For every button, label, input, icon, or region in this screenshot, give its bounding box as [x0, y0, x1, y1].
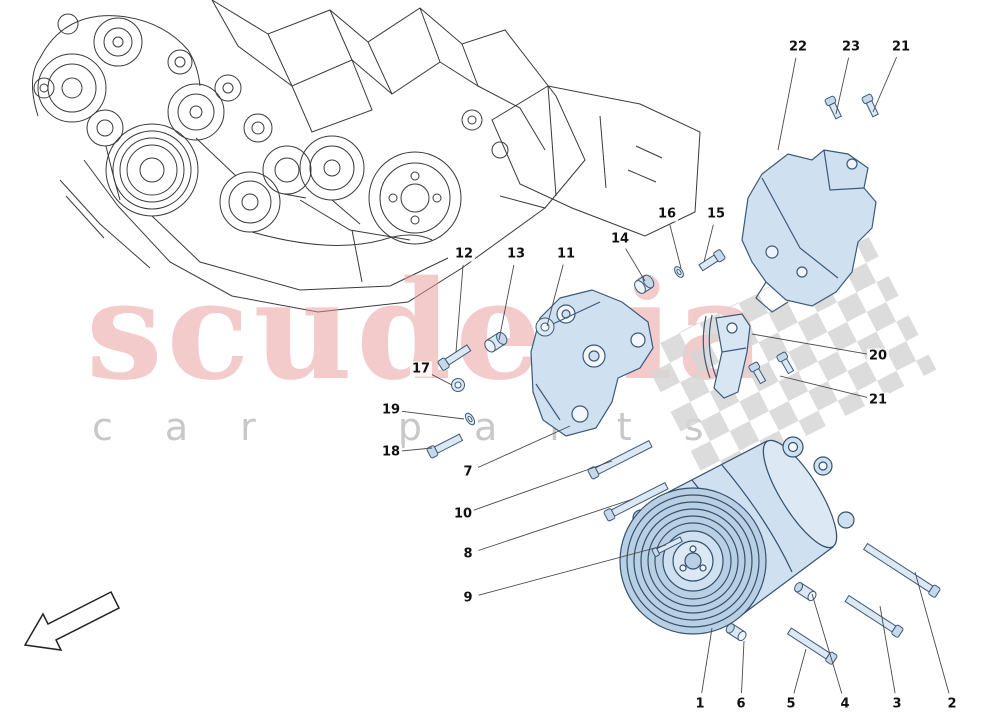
leader-line-16	[669, 224, 682, 269]
bolt-10	[587, 439, 653, 480]
callout-21[interactable]: 21	[889, 39, 913, 55]
callout-11[interactable]: 11	[554, 246, 578, 262]
leader-line-17	[430, 373, 453, 386]
spacer-13	[484, 331, 508, 353]
callout-20[interactable]: 20	[866, 348, 890, 364]
callout-13[interactable]: 13	[504, 246, 528, 262]
callout-18[interactable]: 18	[379, 444, 403, 460]
watermark-subtitle: car parts	[92, 405, 756, 449]
compressor-bracket-part	[530, 289, 654, 437]
leader-line-3	[879, 605, 896, 694]
leader-line-19	[401, 410, 465, 420]
leader-line-6	[741, 640, 745, 694]
callout-22[interactable]: 22	[786, 39, 810, 55]
callout-5[interactable]: 5	[784, 696, 798, 712]
bolt-21-right-a	[748, 361, 767, 385]
callout-19[interactable]: 19	[379, 402, 403, 418]
callout-15[interactable]: 15	[704, 206, 728, 222]
callout-8[interactable]: 8	[461, 546, 475, 562]
leader-line-4	[811, 593, 843, 694]
bolt-8	[603, 481, 669, 522]
callout-21[interactable]: 21	[866, 392, 890, 408]
protection-cover-part	[741, 149, 877, 313]
callout-16[interactable]: 16	[655, 206, 679, 222]
bolt-21-top	[861, 93, 879, 118]
support-strap-part	[702, 313, 751, 399]
leader-line-14	[625, 248, 646, 282]
bolt-21-right-b	[776, 351, 795, 375]
callout-12[interactable]: 12	[452, 246, 476, 262]
callout-4[interactable]: 4	[838, 696, 852, 712]
callout-23[interactable]: 23	[839, 39, 863, 55]
callout-17[interactable]: 17	[409, 361, 433, 377]
bushing-11	[535, 317, 555, 337]
callout-2[interactable]: 2	[945, 696, 959, 712]
washer-17	[451, 378, 465, 392]
bolt-23	[824, 95, 842, 120]
hardware-layer	[426, 93, 941, 665]
leader-line-8	[478, 498, 634, 551]
callout-6[interactable]: 6	[734, 696, 748, 712]
leader-line-21	[872, 56, 898, 113]
leader-line-5	[793, 648, 807, 694]
callout-10[interactable]: 10	[451, 506, 475, 522]
spacer-4	[794, 582, 817, 602]
leader-line-11	[546, 264, 564, 327]
callout-7[interactable]: 7	[461, 464, 475, 480]
leader-line-18	[401, 447, 433, 452]
leader-line-15	[703, 224, 714, 263]
direction-arrow-icon	[23, 590, 121, 651]
leader-line-7	[477, 425, 571, 468]
leader-line-12	[455, 264, 464, 353]
ac-compressor-part	[619, 436, 855, 635]
callout-9[interactable]: 9	[461, 590, 475, 606]
parts-layer	[23, 93, 941, 665]
bolt-3	[844, 594, 904, 638]
leader-line-2	[914, 571, 950, 694]
leader-lines	[401, 56, 950, 694]
leader-line-20	[751, 333, 868, 355]
callout-3[interactable]: 3	[890, 696, 904, 712]
spacer-6	[725, 623, 747, 642]
washer-19	[464, 412, 476, 426]
leader-line-9	[478, 544, 667, 596]
bolt-18	[426, 433, 464, 459]
engine-illustration	[32, 0, 701, 313]
leader-line-23	[835, 57, 850, 115]
watermark-title: scuderia	[86, 251, 769, 411]
leader-line-10	[473, 460, 613, 511]
leader-line-1	[701, 627, 713, 694]
bolt-5	[786, 627, 838, 665]
leader-line-21	[779, 375, 868, 398]
leader-line-13	[498, 264, 515, 341]
callout-1[interactable]: 1	[693, 696, 707, 712]
bolt-2	[862, 542, 941, 598]
stud-9	[651, 536, 683, 557]
leader-line-22	[777, 57, 797, 151]
bushing-14	[634, 274, 655, 294]
bolt-15	[698, 249, 726, 272]
callout-14[interactable]: 14	[608, 231, 632, 247]
washer-16	[674, 266, 684, 278]
